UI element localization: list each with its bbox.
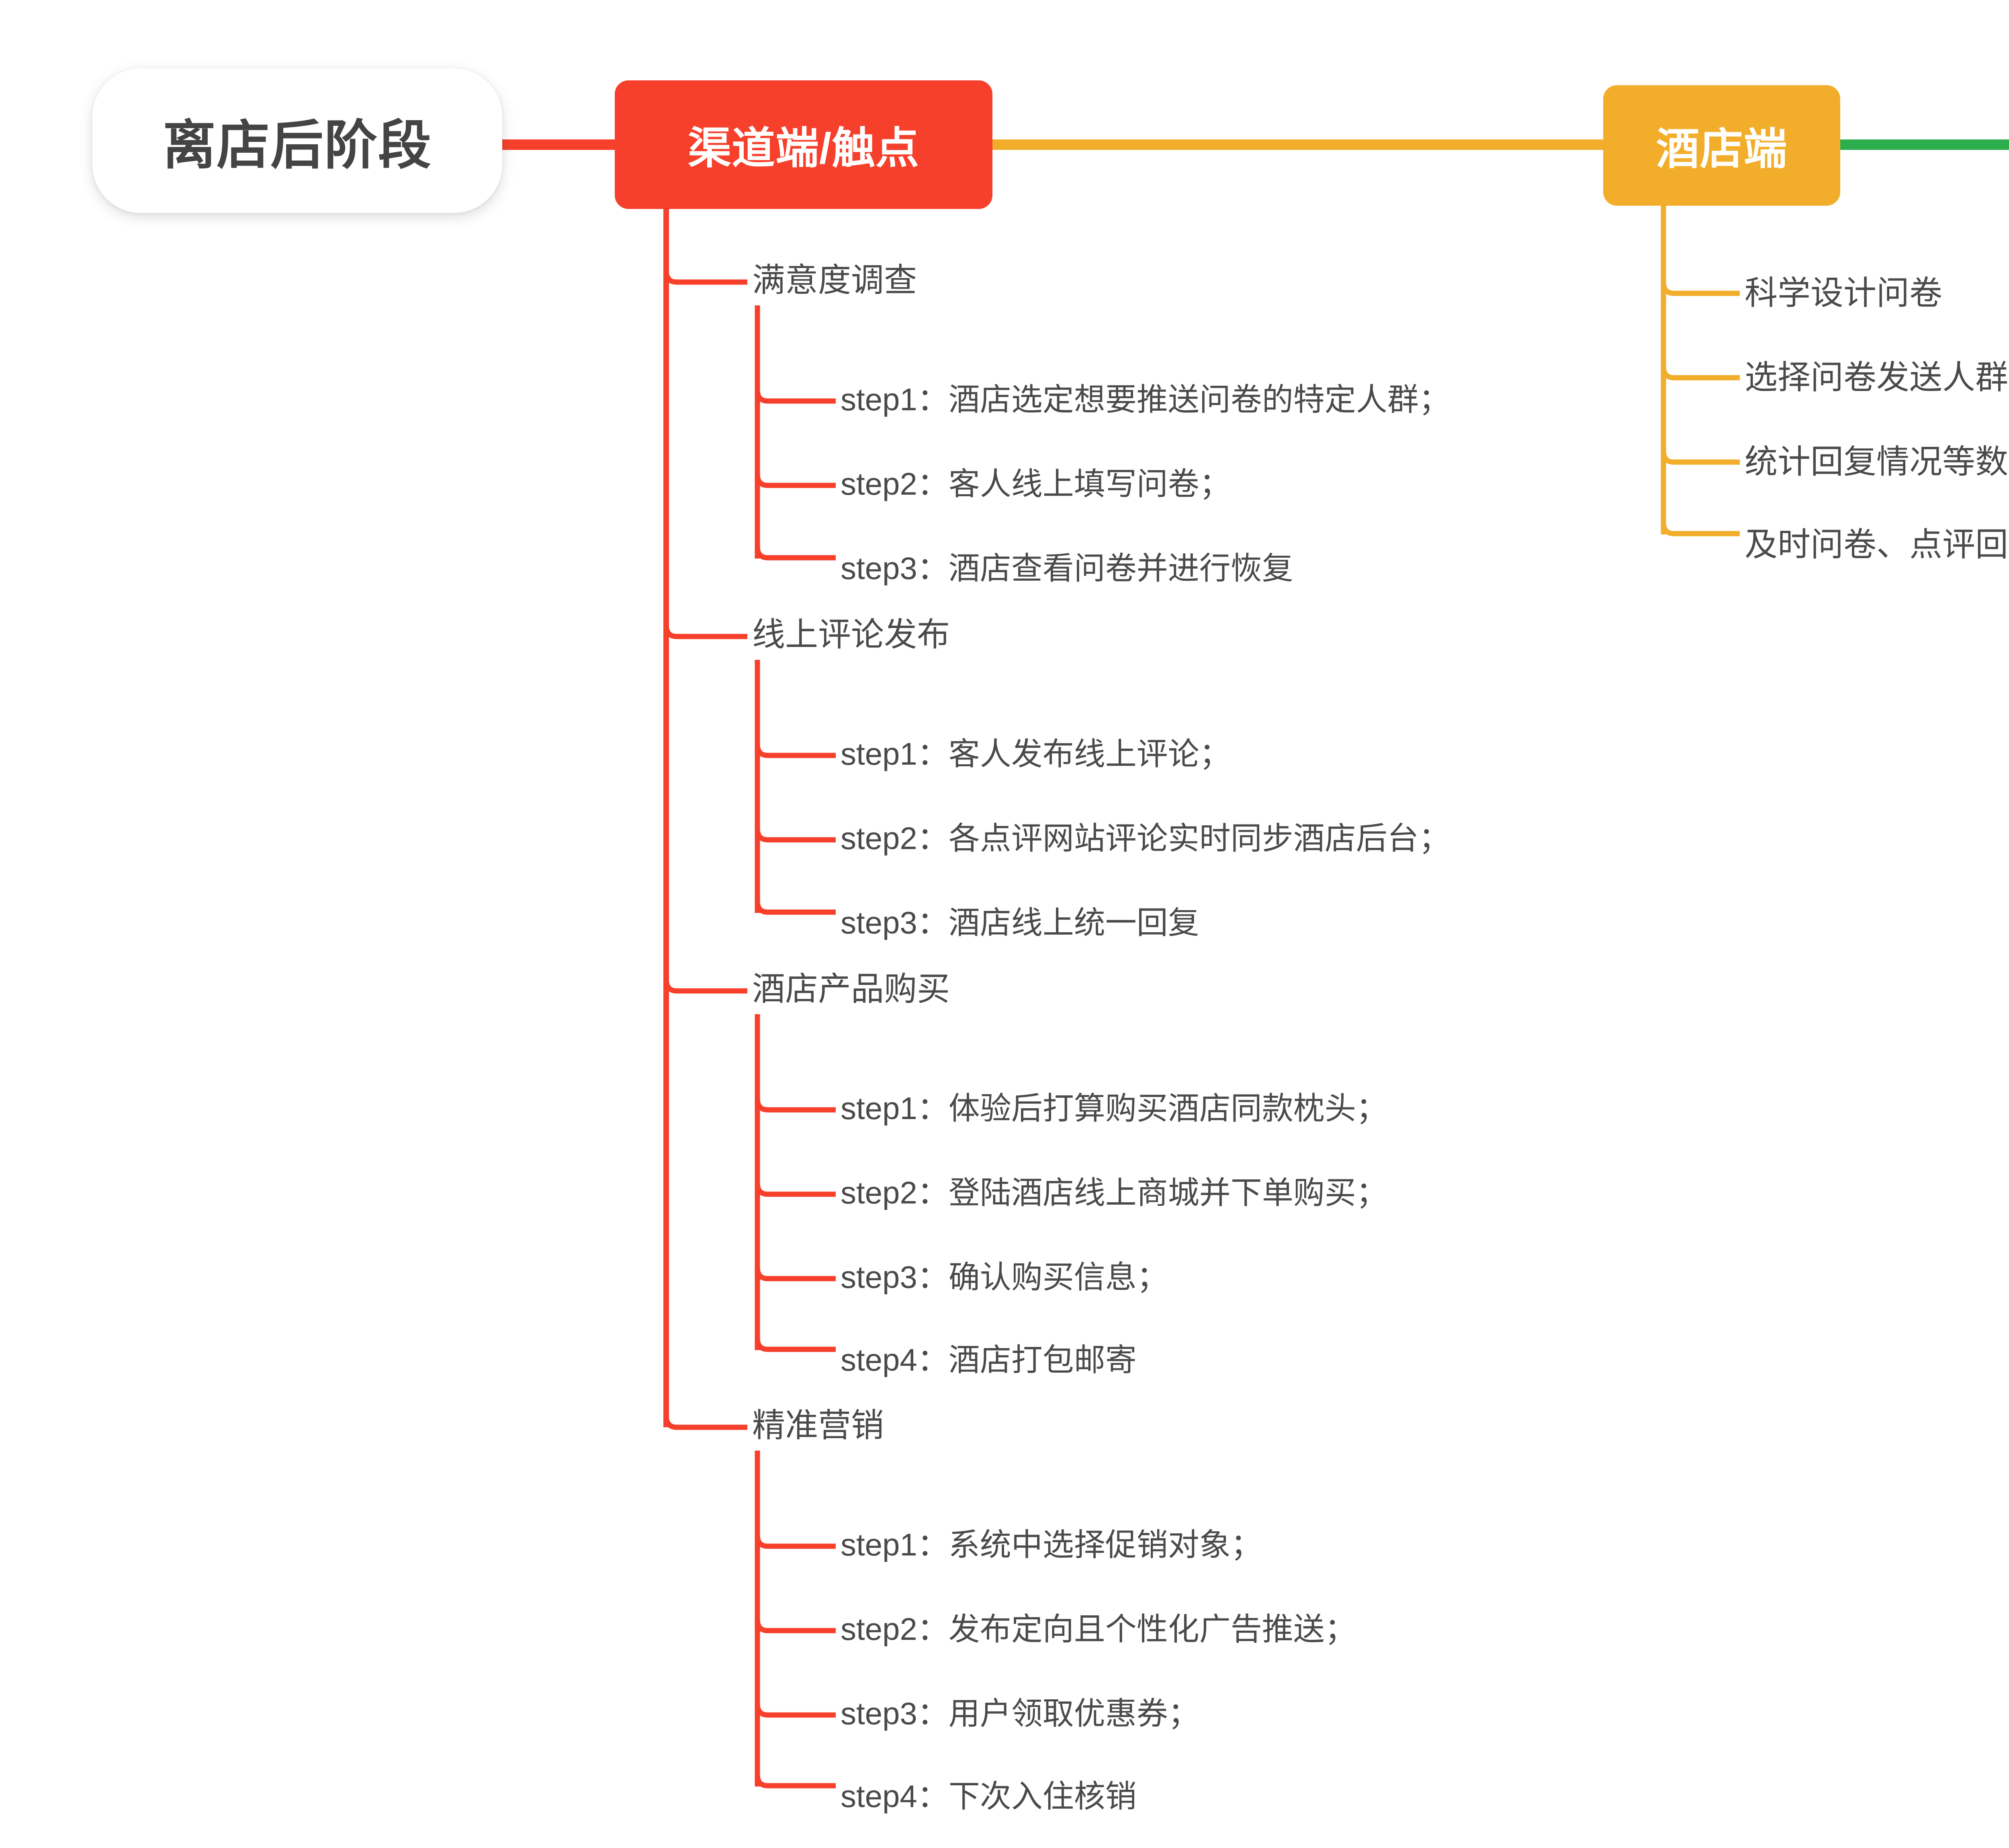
leaf-channel-4[interactable]: 精准营销 — [752, 1407, 884, 1444]
leaf-channel-1[interactable]: 满意度调查 — [752, 262, 917, 299]
wire-hotel-child-3 — [1661, 450, 1740, 465]
wire-channel-child-1 — [663, 270, 747, 285]
wire-sub-2-step-2 — [755, 828, 836, 843]
wire-hotel-child-4 — [1661, 522, 1740, 536]
leaf-hotel-4[interactable]: 及时问卷、点评回复 — [1745, 526, 2009, 563]
branch-node-hotel[interactable]: 酒店端 — [1603, 85, 1840, 206]
wire-sub-4-step-2 — [755, 1619, 836, 1633]
leaf-channel-4-step-1[interactable]: step1：系统中选择促销对象； — [841, 1527, 1262, 1562]
leaf-channel-4-step-2[interactable]: step2：发布定向且个性化广告推送； — [841, 1611, 1356, 1647]
leaf-channel-2[interactable]: 线上评论发布 — [752, 616, 950, 653]
leaf-channel-1-step-1[interactable]: step1：酒店选定想要推送问卷的特定人群； — [841, 382, 1450, 417]
wire-sub-2-step-3 — [755, 900, 836, 915]
leaf-channel-1-step-3[interactable]: step3：酒店查看问卷并进行恢复 — [841, 551, 1293, 586]
leaf-channel-4-step-4[interactable]: step4：下次入住核销 — [841, 1778, 1137, 1814]
wire-sub-3-step-3 — [755, 1267, 836, 1281]
wire-sub-3-step-1 — [755, 1098, 836, 1113]
leaf-hotel-3[interactable]: 统计回复情况等数据 — [1745, 444, 2009, 480]
wire-channel-child-4 — [663, 1415, 747, 1430]
leaf-channel-3-step-4[interactable]: step4：酒店打包邮寄 — [841, 1342, 1137, 1377]
wire-channel-child-3 — [663, 978, 747, 994]
leaf-channel-1-step-2[interactable]: step2：客人线上填写问卷； — [841, 466, 1231, 501]
leaf-channel-3-step-1[interactable]: step1：体验后打算购买酒店同款枕头； — [841, 1091, 1387, 1126]
wire-sub-1-step-2 — [755, 474, 836, 488]
root-node[interactable]: 离店后阶段 — [92, 68, 502, 213]
leaf-channel-4-step-3[interactable]: step3：用户领取优惠券； — [841, 1696, 1199, 1731]
wire-sub-3-step-2 — [755, 1183, 836, 1197]
branch-node-hotel-label: 酒店端 — [1656, 125, 1788, 173]
leaf-channel-2-step-2[interactable]: step2：各点评网站评论实时同步酒店后台； — [841, 821, 1450, 856]
wire-sub-4-step-1 — [755, 1535, 836, 1549]
leaf-channel-3-step-3[interactable]: step3：确认购买信息； — [841, 1259, 1168, 1295]
wire-sub-2-step-1 — [755, 744, 836, 758]
root-node-label: 离店后阶段 — [163, 115, 432, 175]
wire-channel-child-2 — [663, 624, 747, 639]
leaf-channel-2-step-1[interactable]: step1：客人发布线上评论； — [841, 736, 1231, 772]
wire-sub-3-step-4 — [755, 1338, 836, 1352]
leaf-hotel-1[interactable]: 科学设计问卷 — [1745, 275, 1943, 311]
wire-sub-1-step-1 — [755, 389, 836, 404]
leaf-channel-3[interactable]: 酒店产品购买 — [752, 971, 950, 1007]
wire-sub-4-step-3 — [755, 1703, 836, 1718]
leaf-hotel-2[interactable]: 选择问卷发送人群 — [1745, 359, 2009, 396]
wire-sub-1-step-3 — [755, 546, 836, 561]
branch-node-channel-label: 渠道端/触点 — [687, 124, 919, 172]
leaf-channel-2-step-3[interactable]: step3：酒店线上统一回复 — [841, 905, 1199, 940]
branch-node-channel[interactable]: 渠道端/触点 — [615, 80, 992, 209]
wire-hotel-child-2 — [1661, 366, 1740, 381]
wire-sub-4-step-4 — [755, 1774, 836, 1789]
wire-hotel-child-1 — [1661, 282, 1740, 296]
leaf-channel-3-step-2[interactable]: step2：登陆酒店线上商城并下单购买； — [841, 1175, 1387, 1210]
